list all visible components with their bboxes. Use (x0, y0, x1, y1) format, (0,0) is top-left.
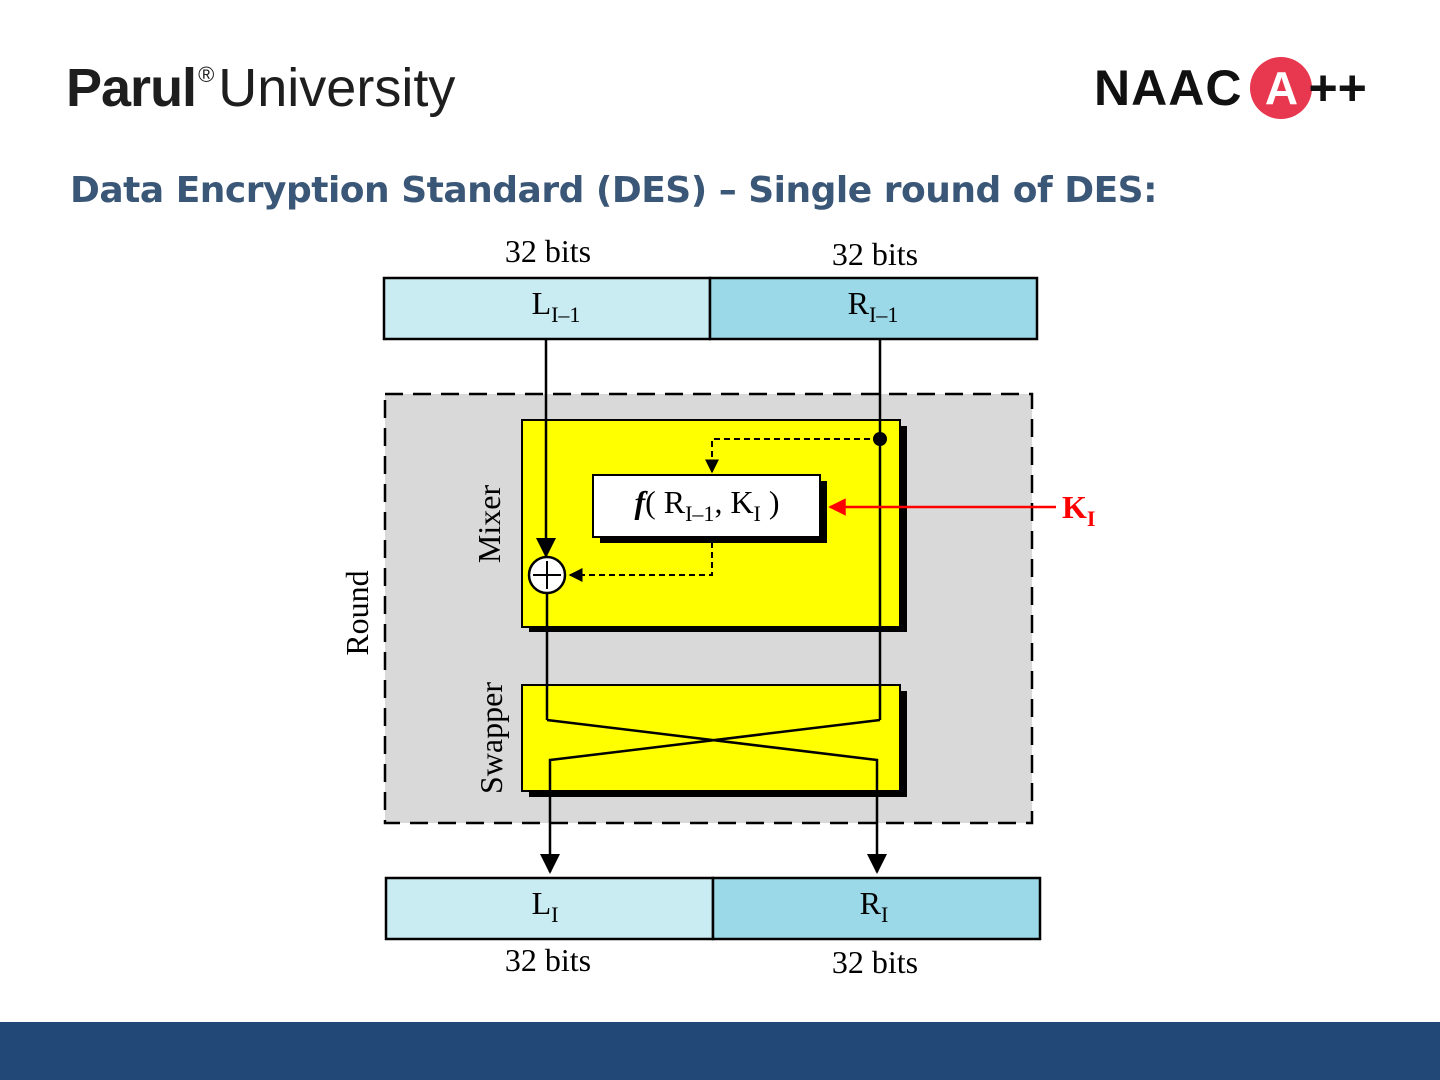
function-box (592, 474, 821, 538)
swapper-label: Swapper (473, 682, 509, 794)
naac-grade-badge: A (1250, 57, 1313, 119)
bottom-right-bits-label: 32 bits (832, 944, 918, 980)
footer-bar (0, 1022, 1440, 1080)
top-right-bits-label: 32 bits (832, 236, 918, 272)
round-label: Round (339, 570, 375, 655)
top-left-bits-label: 32 bits (505, 233, 591, 269)
parul-university-logo: Parul ® University (66, 56, 455, 126)
bottom-left-bits-label: 32 bits (505, 942, 591, 978)
slide-title: Data Encryption Standard (DES) – Single … (70, 170, 1158, 211)
logo-university-text: University (218, 58, 456, 118)
input-right-half-label: RI–1 (848, 285, 899, 327)
swap-left-to-right-line (546, 718, 887, 874)
output-left-half-label: LI (532, 885, 559, 927)
dashed-function-to-xor (568, 542, 713, 582)
naac-plus-text: ++ (1308, 60, 1367, 116)
function-label: f( RI–1, KI ) (634, 484, 779, 526)
naac-text: NAAC (1094, 60, 1243, 116)
output-right-half-label: RI (860, 885, 889, 927)
dashed-branch-to-function (705, 438, 880, 474)
input-left-half-label: LI–1 (532, 285, 581, 327)
logo-parul-text: Parul (66, 58, 197, 118)
logo-registered-mark: ® (198, 62, 215, 87)
mixer-label: Mixer (471, 485, 507, 564)
swap-right-to-left-line (540, 718, 881, 874)
input-right-half-box (708, 276, 1039, 341)
output-right-half-box (711, 876, 1042, 941)
output-left-half-box (384, 876, 715, 941)
swapper-box (521, 684, 901, 792)
key-label: KI (1062, 489, 1095, 531)
naac-logo: NAAC A ++ (1094, 52, 1367, 124)
